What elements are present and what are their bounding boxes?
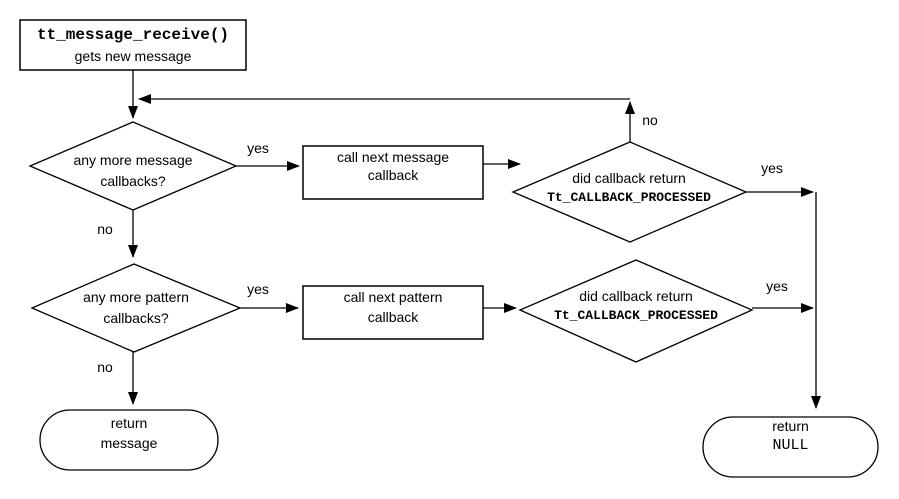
return-message-terminator	[39, 409, 219, 471]
pattern-processed-diamond	[518, 259, 754, 363]
pattern-callbacks-diamond	[30, 263, 242, 353]
call-pattern-callback-box	[302, 285, 484, 340]
start-box-outline	[19, 19, 247, 71]
message-processed-diamond	[511, 141, 748, 243]
return-null-terminator	[702, 416, 879, 478]
message-callbacks-diamond	[28, 121, 238, 211]
call-message-callback-box	[302, 145, 484, 200]
